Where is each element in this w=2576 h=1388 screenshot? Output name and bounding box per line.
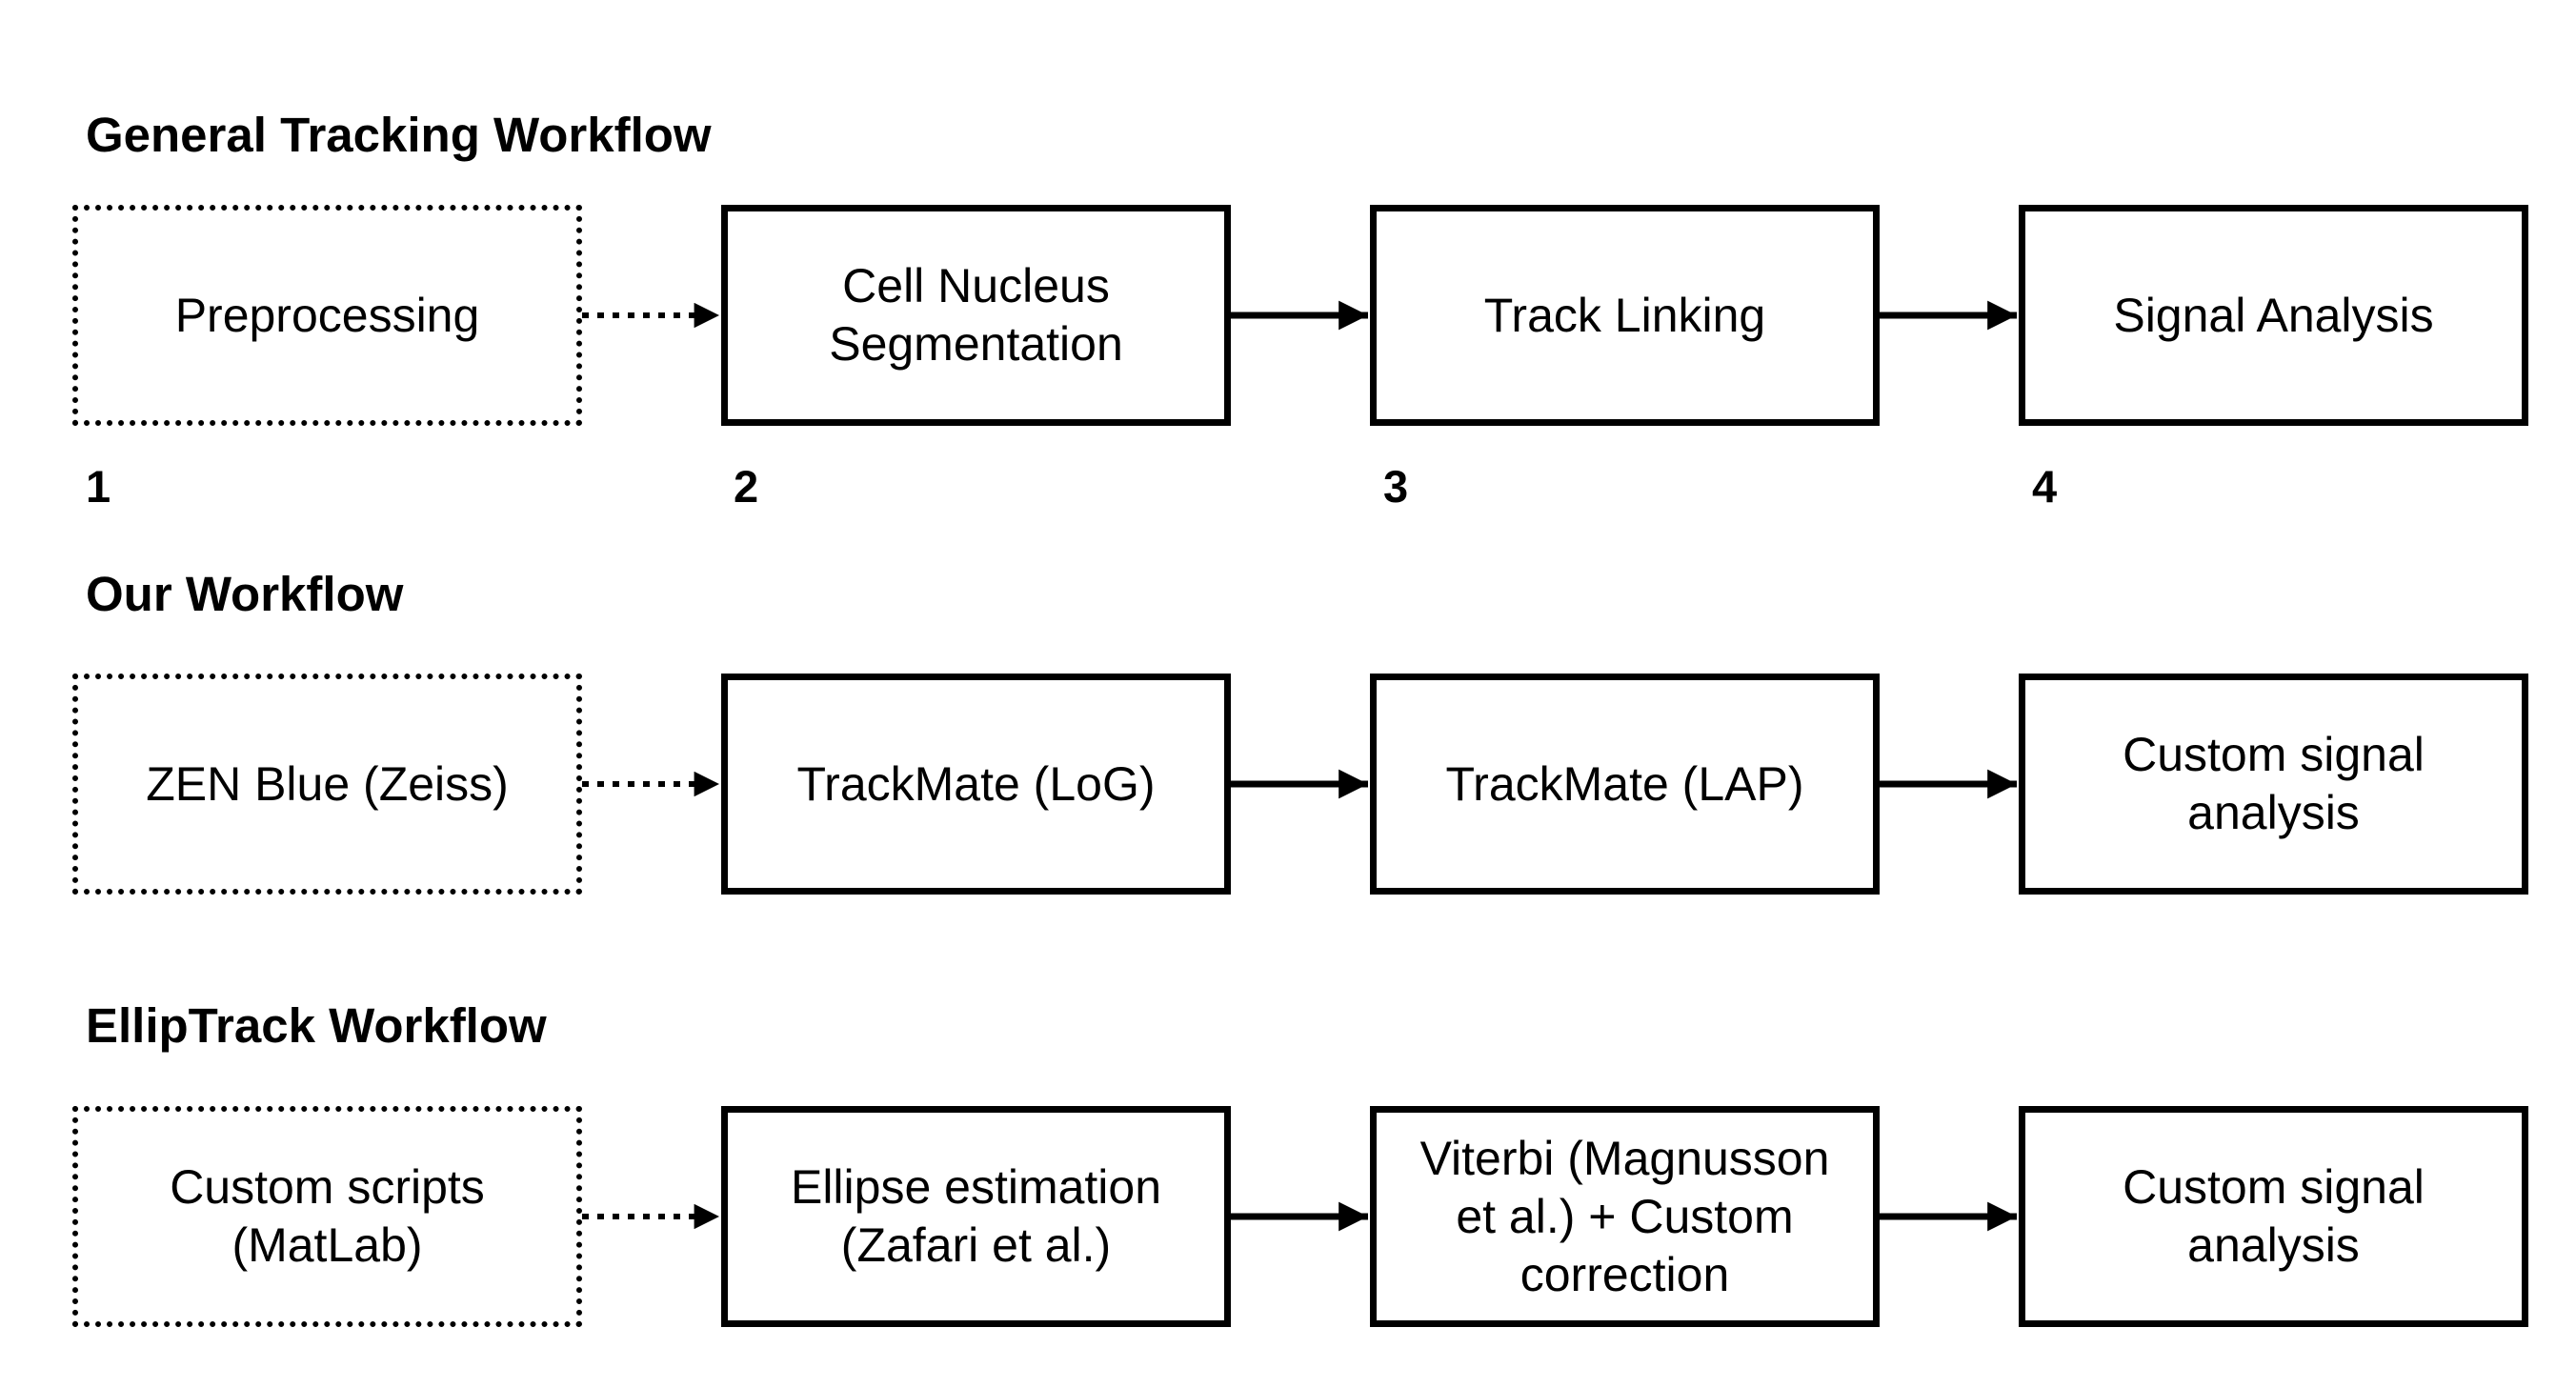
step-number-1: 1 [86, 461, 111, 512]
our-step-1-label: ZEN Blue (Zeiss) [146, 756, 509, 811]
elliptrack-step-4-label: Custom signal analysis [2123, 1160, 2425, 1272]
general-step-4-box: Signal Analysis [2019, 205, 2528, 426]
step-number-4: 4 [2032, 461, 2058, 512]
step-number-3: 3 [1383, 461, 1409, 512]
elliptrack-step-4-box: Custom signal analysis [2019, 1106, 2528, 1327]
our-step-3-label: TrackMate (LAP) [1445, 756, 1804, 811]
elliptrack-workflow-title: EllipTrack Workflow [86, 998, 547, 1053]
elliptrack-step-3-label: Viterbi (Magnusson et al.) + Custom corr… [1419, 1131, 1830, 1301]
general-step-1-box: Preprocessing [72, 205, 582, 426]
elliptrack-step-2-box: Ellipse estimation (Zafari et al.) [721, 1106, 1231, 1327]
our-step-2-label: TrackMate (LoG) [796, 756, 1156, 811]
our-step-4-label: Custom signal analysis [2123, 728, 2425, 839]
our-step-1-box: ZEN Blue (Zeiss) [72, 674, 582, 895]
general-step-3-label: Track Linking [1483, 288, 1766, 342]
elliptrack-step-1-box: Custom scripts (MatLab) [72, 1106, 582, 1327]
step-number-2: 2 [734, 461, 759, 512]
general-workflow-title: General Tracking Workflow [86, 108, 712, 162]
elliptrack-step-2-label: Ellipse estimation (Zafari et al.) [790, 1160, 1162, 1272]
general-step-1-label: Preprocessing [174, 288, 480, 342]
our-step-3-box: TrackMate (LAP) [1370, 674, 1880, 895]
general-step-3-box: Track Linking [1370, 205, 1880, 426]
our-step-4-box: Custom signal analysis [2019, 674, 2528, 895]
our-workflow-title: Our Workflow [86, 567, 404, 621]
elliptrack-step-1-label: Custom scripts (MatLab) [170, 1160, 485, 1272]
general-step-2-label: Cell Nucleus Segmentation [829, 259, 1123, 371]
general-step-4-label: Signal Analysis [2113, 288, 2434, 342]
general-step-2-box: Cell Nucleus Segmentation [721, 205, 1231, 426]
our-step-2-box: TrackMate (LoG) [721, 674, 1231, 895]
elliptrack-step-3-box: Viterbi (Magnusson et al.) + Custom corr… [1370, 1106, 1880, 1327]
